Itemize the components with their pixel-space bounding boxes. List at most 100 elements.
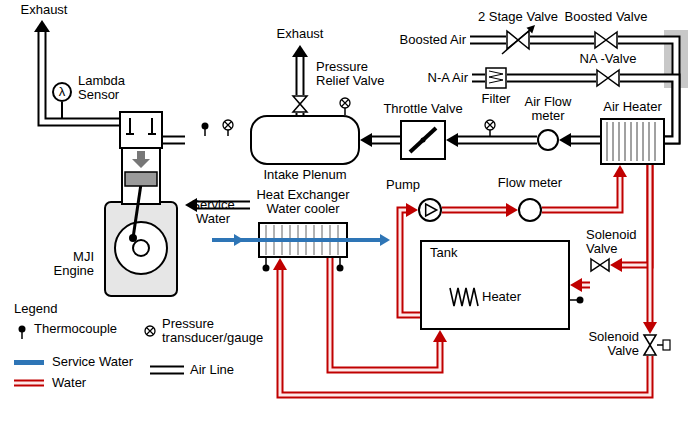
solenoid-valve: Solenoid Valve: [590, 258, 610, 272]
sensor-symbol: Lambda Sensorλ: [52, 82, 72, 102]
air-heater-shape: [600, 118, 665, 165]
pump-symbol: Pump: [418, 198, 442, 222]
pipe-core: [619, 165, 650, 265]
exhaust-label: Exhaust: [270, 27, 330, 41]
valve-symbol-shape: [594, 31, 618, 49]
pipe-core: [507, 76, 596, 81]
water-tank: TankHeater: [420, 240, 570, 330]
filter-symbol: Filter: [485, 67, 507, 89]
pipe-core: [455, 138, 537, 143]
component-label: Lambda Sensor: [78, 74, 132, 102]
flow-meter: Flow meter: [518, 198, 542, 222]
flow-meter-shape: [518, 198, 542, 222]
air-heater: Air Heater: [600, 118, 665, 165]
pipe-outline: [507, 74, 596, 83]
heat-exchanger-shape: [258, 222, 348, 258]
air-pipe: [507, 78, 596, 79]
legend-thermocouple-sample: [19, 326, 26, 340]
pipe-core: [298, 113, 303, 115]
relief-valve: Pressure Relief Valve: [292, 95, 308, 113]
pump-symbol-shape: [418, 198, 442, 222]
legend-label: Air Line: [190, 363, 250, 377]
sensor-stem: [61, 102, 63, 118]
air-pipe: [446, 133, 537, 147]
pipe-outline: [619, 165, 650, 265]
relief-valve-shape: [292, 95, 308, 113]
arrow-head: [570, 278, 582, 292]
thermocouple: [263, 258, 270, 272]
component-label: Intake Plenum: [255, 168, 355, 182]
solenoid-valve-shape: [590, 258, 610, 272]
arrow-head: [406, 203, 418, 217]
solenoid-valve-shape: [643, 334, 657, 356]
legend-water-sample: [14, 383, 44, 384]
component-label: Flow meter: [495, 176, 565, 190]
boosted-inlet-pipe: [470, 40, 506, 41]
heater-coil: Heater: [448, 284, 530, 310]
pressure-gauge: [340, 98, 350, 115]
valve-symbol-shape: [506, 30, 530, 50]
pressure-gauge: [223, 120, 233, 136]
pipe-core: [400, 210, 420, 315]
legend-label: Thermocouple: [34, 322, 134, 336]
legend-label: Pressure transducer/gauge: [162, 317, 278, 345]
pipe-outline: [455, 136, 537, 145]
arrow-head: [506, 203, 518, 217]
exhaust-label: Exhaust: [14, 3, 74, 17]
pipe-outline: [442, 207, 509, 214]
water-pipe: [643, 165, 657, 334]
arrow-head: [559, 133, 571, 147]
engine-shape: [95, 110, 185, 300]
pipe-outline: [647, 165, 654, 325]
thermocouple: [337, 258, 344, 272]
thermocouple: [570, 297, 584, 304]
intake-plenum: Intake Plenum: [250, 115, 360, 165]
pipe-outline: [400, 210, 420, 315]
air-pipe: [559, 133, 600, 147]
relief-exhaust-pipe: [292, 45, 308, 95]
thermocouple: [202, 123, 209, 137]
legend-label: Service Water: [52, 355, 152, 369]
throttle-valve: Throttle Valve: [400, 120, 446, 160]
valve-symbol: 2 Stage Valve: [506, 30, 530, 50]
valve-symbol: NA -Valve: [596, 69, 620, 87]
component-label: Pressure Relief Valve: [316, 60, 400, 88]
air-pipe: [360, 133, 400, 147]
intake-plenum-shape: [250, 115, 360, 165]
throttle-valve-shape: [400, 120, 446, 160]
arrow-head: [643, 322, 657, 334]
component-label: Solenoid Valve: [583, 330, 639, 358]
heat-exchanger: Heat Exchanger Water cooler: [258, 222, 348, 258]
na-inlet-pipe: [472, 78, 485, 79]
water-pipe: [442, 203, 518, 217]
engine: MJI Engine: [95, 110, 185, 300]
arrow-head: [610, 258, 622, 272]
pipe-core: [369, 138, 400, 143]
component-label: Throttle Valve: [376, 102, 470, 116]
component-label: Heater: [482, 290, 521, 304]
pipe-core: [649, 165, 652, 325]
pipe-core: [442, 209, 509, 212]
inlet-label: N-A Air: [400, 71, 468, 85]
stream-label: Service Water: [186, 198, 240, 226]
legend-title: Legend: [14, 302, 74, 316]
pipe-core: [530, 38, 594, 43]
water-pipe: [400, 203, 420, 315]
arrow-head: [433, 330, 447, 342]
legend-swatch: [14, 360, 44, 365]
component-label: Air Heater: [600, 100, 665, 114]
pipe-outline: [530, 36, 594, 45]
arrow-head: [273, 258, 287, 270]
component-label: Air Flow meter: [518, 95, 578, 123]
filter-symbol-shape: [485, 67, 507, 89]
component-label: Tank: [430, 246, 457, 260]
valve-symbol-shape: [596, 69, 620, 87]
air-pipe: [530, 40, 594, 41]
component-label: Boosted Valve: [564, 10, 648, 24]
component-label: Heat Exchanger Water cooler: [250, 188, 356, 216]
legend-air-sample: [150, 370, 184, 371]
valve-symbol: Boosted Valve: [594, 31, 618, 49]
flow-meter: Air Flow meter: [537, 129, 559, 151]
pressure-gauge: [485, 120, 495, 136]
legend-gauge-sample: [145, 326, 155, 336]
